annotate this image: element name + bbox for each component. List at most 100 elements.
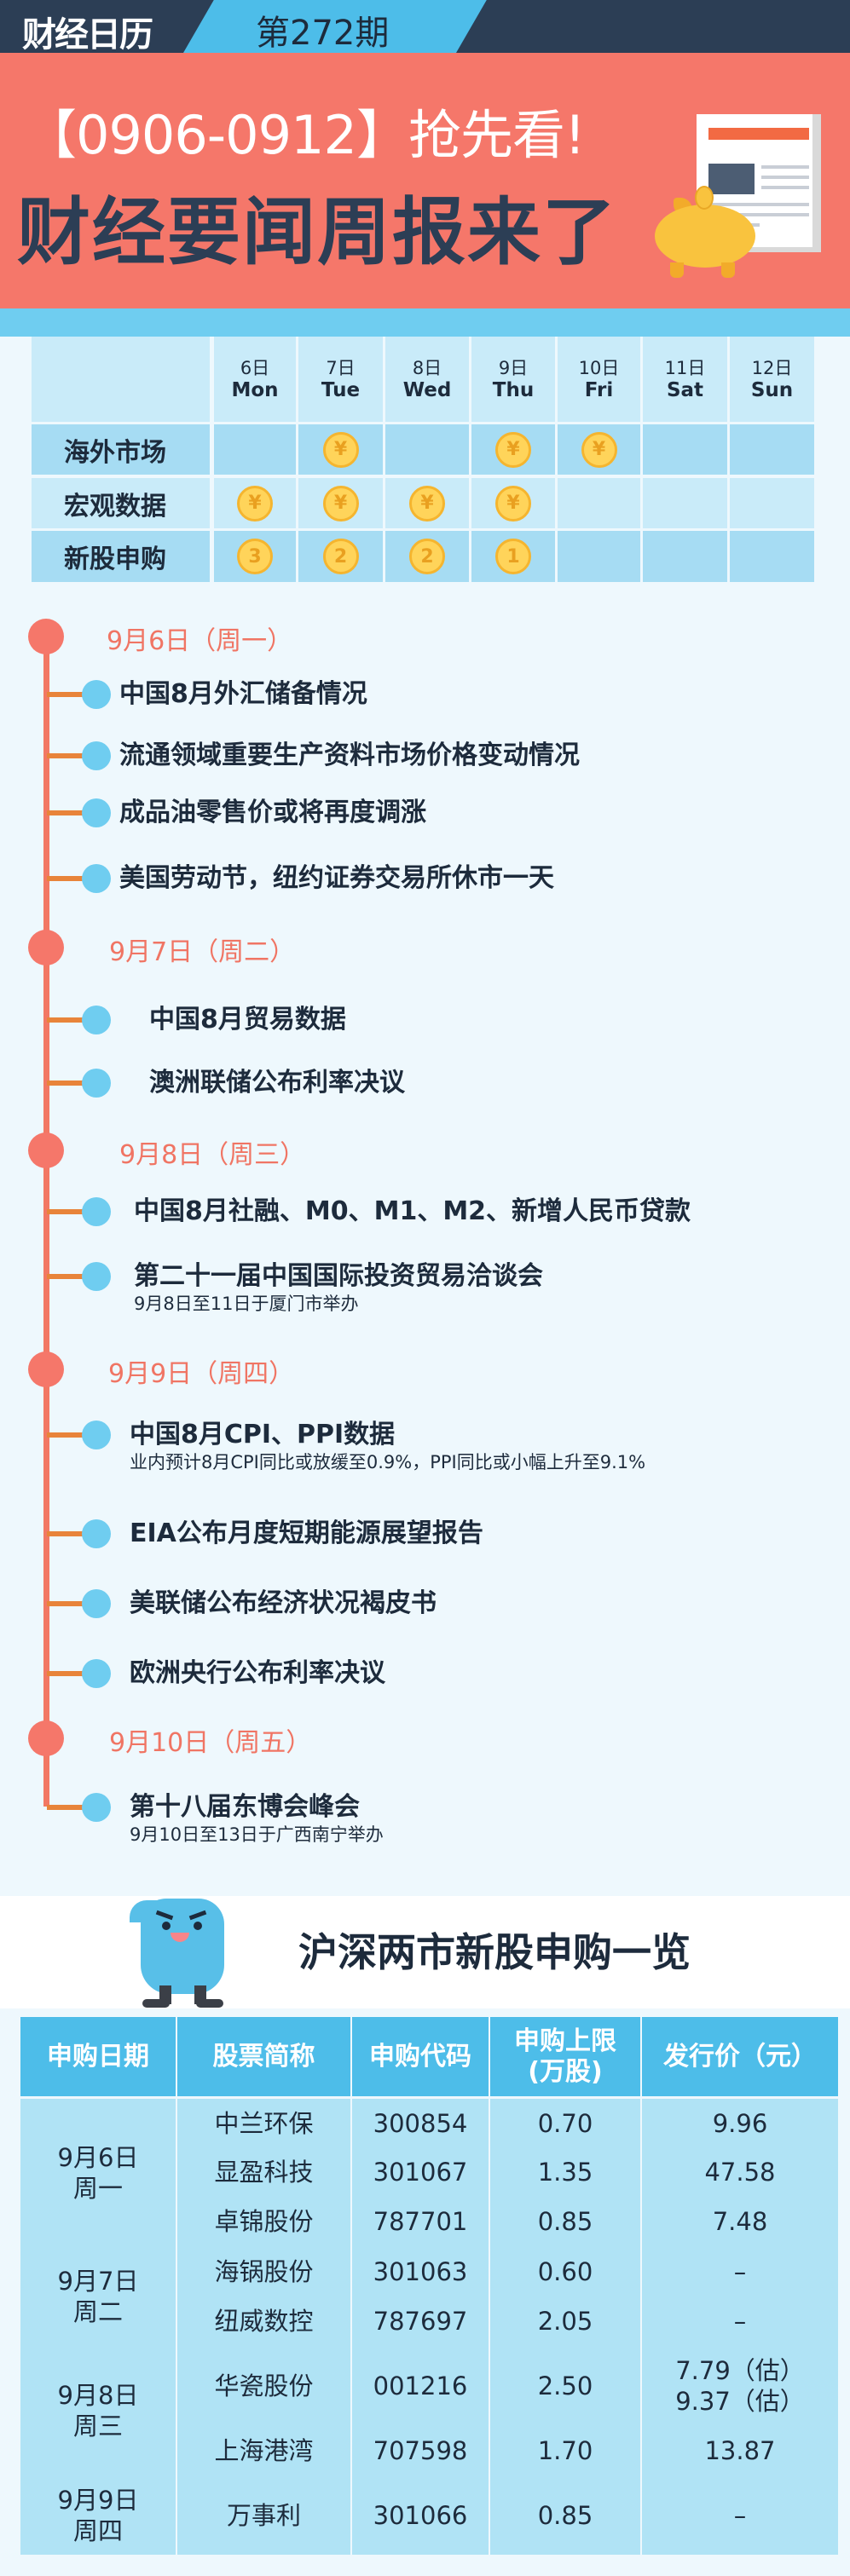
mascot-eye (194, 1922, 202, 1930)
ipo-price-value: – (733, 2307, 747, 2336)
ipo-price: 47.58 (642, 2147, 838, 2197)
timeline-connector (47, 876, 90, 881)
timeline-date-marker (28, 1720, 64, 1756)
yen-coin-icon: ¥ (495, 485, 531, 522)
timeline-connector (47, 1274, 90, 1279)
header-line: 申购上限 (514, 2026, 616, 2056)
ipo-price-value: 7.79（估） (675, 2355, 805, 2385)
ipo-date-cell: 9月8日周三 (20, 2346, 176, 2475)
issue-number: 第272期 (256, 14, 390, 53)
ipo-date: 9月7日 (57, 2266, 139, 2296)
timeline-item-title: 流通领域重要生产资料市场价格变动情况 (119, 741, 580, 770)
ipo-stock-name: 华瓷股份 (177, 2346, 350, 2425)
ipo-stock-name: 中兰环保 (177, 2099, 350, 2147)
mascot-icon (141, 1899, 224, 1994)
ipo-limit: 2.50 (490, 2346, 640, 2425)
piggy-leg (670, 262, 684, 278)
divider-strip (0, 308, 850, 337)
day-weekday: Sat (666, 379, 704, 401)
day-weekday: Mon (231, 379, 279, 401)
calendar-row-label: 宏观数据 (32, 478, 210, 528)
calendar-cell (214, 424, 296, 475)
timeline-connector (47, 1671, 90, 1676)
timeline-item-note: 9月10日至13日于广西南宁举办 (130, 1824, 384, 1845)
calendar-cell (385, 424, 469, 475)
timeline-date-marker (28, 930, 64, 965)
timeline-item-note: 业内预计8月CPI同比或放缓至0.9%，PPI同比或小幅上升至9.1% (130, 1452, 646, 1472)
day-date: 6日 (240, 358, 270, 378)
ipo-price: – (642, 2475, 838, 2555)
ipo-price-value: 7.48 (712, 2207, 768, 2236)
timeline-item-marker (82, 1006, 111, 1034)
newspaper-icon (697, 114, 821, 252)
timeline-connector (47, 692, 90, 697)
timeline-item-marker (82, 1659, 111, 1688)
timeline-item-marker (82, 1069, 111, 1098)
day-weekday: Wed (402, 379, 452, 401)
calendar-row-label: 新股申购 (32, 531, 210, 582)
yen-coin-icon: ¥ (581, 431, 617, 468)
timeline-item-marker (82, 1793, 111, 1822)
coin-icon (695, 186, 714, 210)
timeline-item-title: 中国8月外汇储备情况 (119, 679, 367, 709)
calendar-corner (32, 337, 210, 422)
timeline-connector (47, 1805, 90, 1810)
timeline-item-title: 第十八届东博会峰会 (130, 1792, 360, 1822)
timeline-item-title: 美联储公布经济状况褐皮书 (130, 1588, 437, 1618)
ipo-stock-code: 300854 (352, 2099, 489, 2147)
ipo-stock-code: 301066 (352, 2475, 489, 2555)
logo: 财经日历 (22, 15, 153, 55)
calendar-cell (730, 531, 814, 582)
ipo-stock-name: 纽威数控 (177, 2297, 350, 2346)
ipo-limit: 0.70 (490, 2099, 640, 2147)
calendar-cell: 3 (214, 531, 296, 582)
timeline-item-title: 美国劳动节，纽约证券交易所休市一天 (119, 863, 554, 893)
day-weekday: Thu (492, 379, 535, 401)
ipo-limit: 0.60 (490, 2246, 640, 2297)
timeline-date: 9月6日（周一） (107, 626, 293, 656)
timeline-date: 9月10日（周五） (109, 1728, 312, 1758)
timeline-connector (47, 1531, 90, 1536)
ipo-limit: 1.70 (490, 2425, 640, 2475)
ipo-price: – (642, 2246, 838, 2297)
timeline-item-title: 第二十一届中国国际投资贸易洽谈会 (134, 1261, 543, 1291)
calendar-cell: ¥ (558, 424, 640, 475)
ipo-weekday: 周一 (72, 2173, 123, 2203)
calendar-cell: ¥ (298, 424, 383, 475)
timeline-item-marker (82, 1197, 111, 1226)
ipo-stock-name: 万事利 (177, 2475, 350, 2555)
day-date: 7日 (326, 358, 356, 378)
timeline-date-marker (28, 619, 64, 654)
day-weekday: Fri (584, 379, 614, 401)
mascot-foot (142, 1999, 170, 2008)
timeline-item-title: 欧洲央行公布利率决议 (130, 1658, 385, 1688)
timeline-item-marker (82, 798, 111, 827)
ipo-date: 9月6日 (57, 2142, 139, 2172)
timeline-connector (47, 753, 90, 758)
count-coin-icon: 2 (322, 539, 359, 574)
header-line: (万股) (528, 2056, 603, 2087)
timeline-item-marker (82, 1589, 111, 1618)
count-coin-icon: 3 (237, 539, 273, 574)
ipo-weekday: 周三 (72, 2412, 123, 2441)
timeline-date-marker (28, 1351, 64, 1387)
ipo-stock-code: 787701 (352, 2197, 489, 2246)
timeline-item-marker (82, 1421, 111, 1449)
calendar-cell (558, 478, 640, 528)
mascot-foot (196, 1999, 223, 2008)
column-header-price: 发行价（元） (642, 2017, 838, 2096)
day-date: 8日 (412, 358, 442, 378)
count-coin-icon: 2 (409, 539, 445, 574)
yen-coin-icon: ¥ (409, 485, 445, 522)
column-header-date: 申购日期 (20, 2017, 176, 2096)
ipo-price: 9.96 (642, 2099, 838, 2147)
ipo-limit: 2.05 (490, 2297, 640, 2346)
ipo-price-value: 9.96 (712, 2108, 768, 2138)
